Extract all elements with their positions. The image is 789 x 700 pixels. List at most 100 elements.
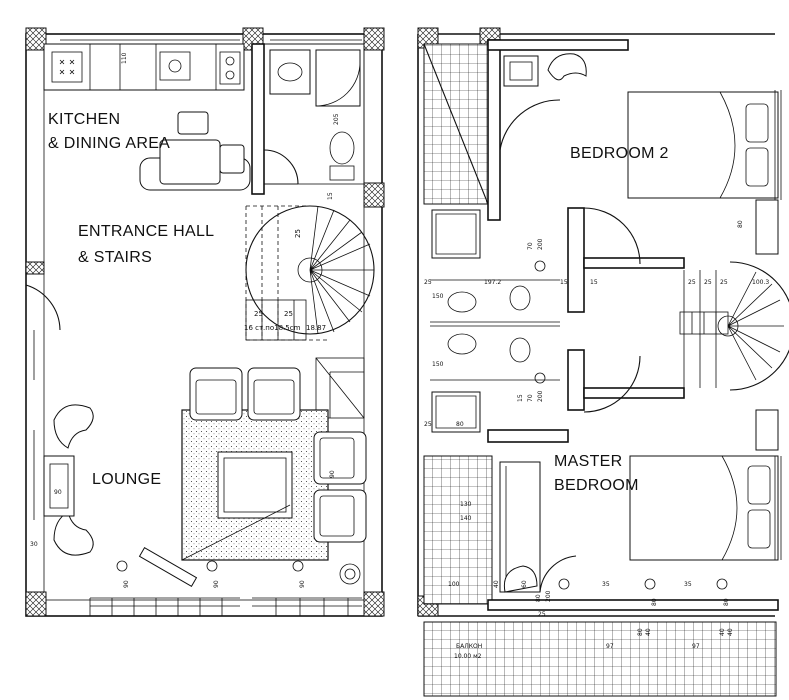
dim-u-25e: 25 <box>720 279 728 286</box>
balcony-tiles <box>423 621 777 697</box>
bath-sink-unit <box>269 49 311 95</box>
bed-master-sheet <box>721 455 738 561</box>
upper-shower-2 <box>431 391 481 433</box>
upper-window-marker-2 <box>644 578 656 590</box>
window-marker-2 <box>206 560 218 572</box>
upper-wall-v2 <box>567 207 585 313</box>
upper-marker-2 <box>534 372 546 384</box>
dim-u-80d: 80 <box>651 598 658 606</box>
dim-u-140: 140 <box>460 515 472 522</box>
dim-lounge-30: 30 <box>30 541 38 548</box>
side-table <box>138 546 198 588</box>
master-door-2 <box>539 555 577 593</box>
label-entrance-line2: & STAIRS <box>78 249 152 266</box>
upper-wall-v3 <box>567 349 585 411</box>
dim-window-90c: 90 <box>299 580 306 588</box>
dim-bath-15: 15 <box>327 192 334 200</box>
window-marker-3 <box>292 560 304 572</box>
tv-unit-inner <box>49 463 69 509</box>
dim-u-35a: 35 <box>602 581 610 588</box>
ground-bathroom <box>263 43 365 185</box>
label-master-line2: BEDROOM <box>554 477 639 494</box>
upper-wall-top <box>487 39 629 51</box>
bedroom2-nightstand <box>755 199 779 255</box>
upper-floor-plan: 25 197.2 15 150 150 200 70 200 70 15 25 … <box>417 27 789 697</box>
upper-window-marker-1 <box>558 578 570 590</box>
stairs-note: 16 ст.по18.5cm <box>244 324 301 332</box>
upper-wall-h2 <box>583 387 685 399</box>
kitchen-bath-wall <box>251 43 265 195</box>
spiral-staircase-upper <box>679 261 789 391</box>
armchair-3-seat <box>319 437 355 479</box>
dim-u-15b: 15 <box>517 394 524 402</box>
oven-knob-1 <box>225 56 235 66</box>
kitchen-counter-dividers <box>89 44 217 90</box>
cooktop-burners <box>59 59 75 75</box>
dim-u-80: 80 <box>456 421 464 428</box>
dim-stairs-25a: 25 <box>254 310 263 318</box>
bedroom2-door-swing <box>583 207 641 265</box>
column-tr <box>363 27 385 51</box>
corner-unit <box>315 357 365 419</box>
spiral-staircase-ground: 25 25 25 16 ст.по18.5cm 18.87 <box>244 205 375 341</box>
label-entrance-line1: ENTRANCE HALL <box>78 223 214 240</box>
top-window <box>60 33 240 41</box>
cooktop <box>51 51 83 83</box>
tv-unit <box>43 455 75 517</box>
label-kitchen-line1: KITCHEN <box>48 111 120 128</box>
bed-bedroom2-sheet <box>719 91 736 199</box>
upper-wc-1 <box>509 285 531 311</box>
dim-u-25d: 25 <box>704 279 712 286</box>
dim-u-200c: 200 <box>545 590 552 602</box>
armchair-2-seat <box>253 379 295 415</box>
balcony-area: 10.00 м2 <box>454 653 482 660</box>
shower-tray <box>315 49 361 107</box>
window-marker-1 <box>116 560 128 572</box>
floor-lamp <box>339 563 361 585</box>
column-tl <box>25 27 47 51</box>
dim-kitchen-110: 110 <box>121 52 128 64</box>
column-r1 <box>363 182 385 208</box>
dim-u-150: 150 <box>432 293 444 300</box>
upper-chair-top <box>547 53 587 81</box>
dining-chair-right <box>219 144 245 174</box>
dim-u-130: 130 <box>460 501 472 508</box>
dim-u-97a: 97 <box>606 643 614 650</box>
armchair-1 <box>189 367 243 421</box>
kitchen-counter <box>43 43 245 91</box>
upper-basin-1 <box>447 291 477 313</box>
bottom-window <box>89 597 240 616</box>
label-lounge: LOUNGE <box>92 471 161 488</box>
dining-chair-top <box>177 111 209 135</box>
dim-u-80b: 80 <box>737 220 744 228</box>
upper-terrace-bottom <box>423 455 493 605</box>
lounge-chair-left-bottom <box>53 511 94 556</box>
dim-u-25c: 25 <box>688 279 696 286</box>
dim-u-97b: 97 <box>692 643 700 650</box>
dim-lounge-90: 90 <box>54 489 62 496</box>
dim-window-90b: 90 <box>213 580 220 588</box>
upper-sink-top-bowl <box>509 61 533 81</box>
shower-curve <box>315 61 361 107</box>
label-bedroom2: BEDROOM 2 <box>570 145 669 162</box>
lounge-chair-left-top <box>53 404 94 449</box>
upper-shower-1 <box>431 209 481 259</box>
sink-bowl <box>168 59 182 73</box>
dim-u-35b: 35 <box>684 581 692 588</box>
dim-u-40: 40 <box>493 580 500 588</box>
coffee-table <box>217 451 293 519</box>
entrance-door-swing <box>25 284 61 331</box>
upper-wall-h3 <box>487 429 569 443</box>
dim-sofa-90: 90 <box>329 470 336 478</box>
dim-u-15: 15 <box>560 279 568 286</box>
upper-wall-bottom <box>487 599 779 611</box>
dim-u-70: 70 <box>527 242 534 250</box>
upper-bottom-windows <box>630 615 775 623</box>
oven <box>219 51 241 85</box>
dim-u-80e: 80 <box>723 598 730 606</box>
column-br <box>363 591 385 617</box>
ground-floor-plan: 110 205 15 25 25 25 16 <box>25 27 385 617</box>
upper-wall-h1 <box>583 257 685 269</box>
dim-u-15c: 15 <box>590 279 598 286</box>
dim-u-1972: 197.2 <box>484 279 501 286</box>
